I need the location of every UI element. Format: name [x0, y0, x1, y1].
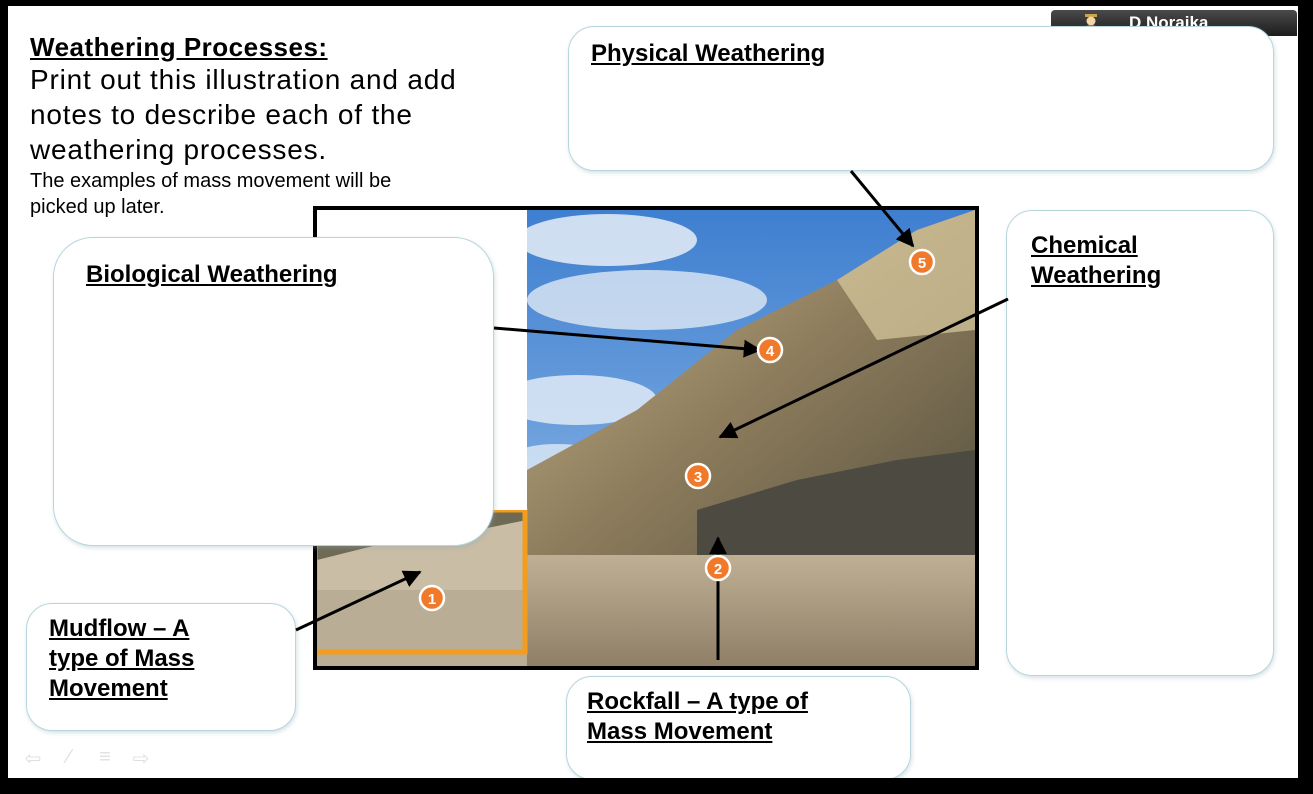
- physical-weathering-box[interactable]: Physical Weathering: [568, 26, 1274, 171]
- instruction-line: weathering processes.: [30, 134, 327, 165]
- biological-weathering-heading: Biological Weathering: [86, 261, 338, 288]
- instruction-line: notes to describe each of the: [30, 99, 413, 130]
- next-arrow-icon[interactable]: ⇨: [132, 748, 150, 770]
- physical-weathering-heading: Physical Weathering: [591, 40, 826, 67]
- prev-arrow-icon[interactable]: ⇦: [24, 748, 42, 770]
- menu-icon[interactable]: ≡: [99, 746, 111, 768]
- slide-title: Weathering Processes:: [30, 32, 328, 62]
- slide: D Noraika Weathering Processes: Print ou…: [8, 6, 1298, 778]
- slide-navigation: ⇦ ∕ ≡ ⇨: [20, 746, 154, 771]
- pen-icon[interactable]: ∕: [67, 746, 71, 768]
- instruction-line: Print out this illustration and add: [30, 64, 457, 95]
- intro-text: Weathering Processes: Print out this ill…: [30, 32, 560, 220]
- biological-weathering-box[interactable]: Biological Weathering: [53, 237, 494, 546]
